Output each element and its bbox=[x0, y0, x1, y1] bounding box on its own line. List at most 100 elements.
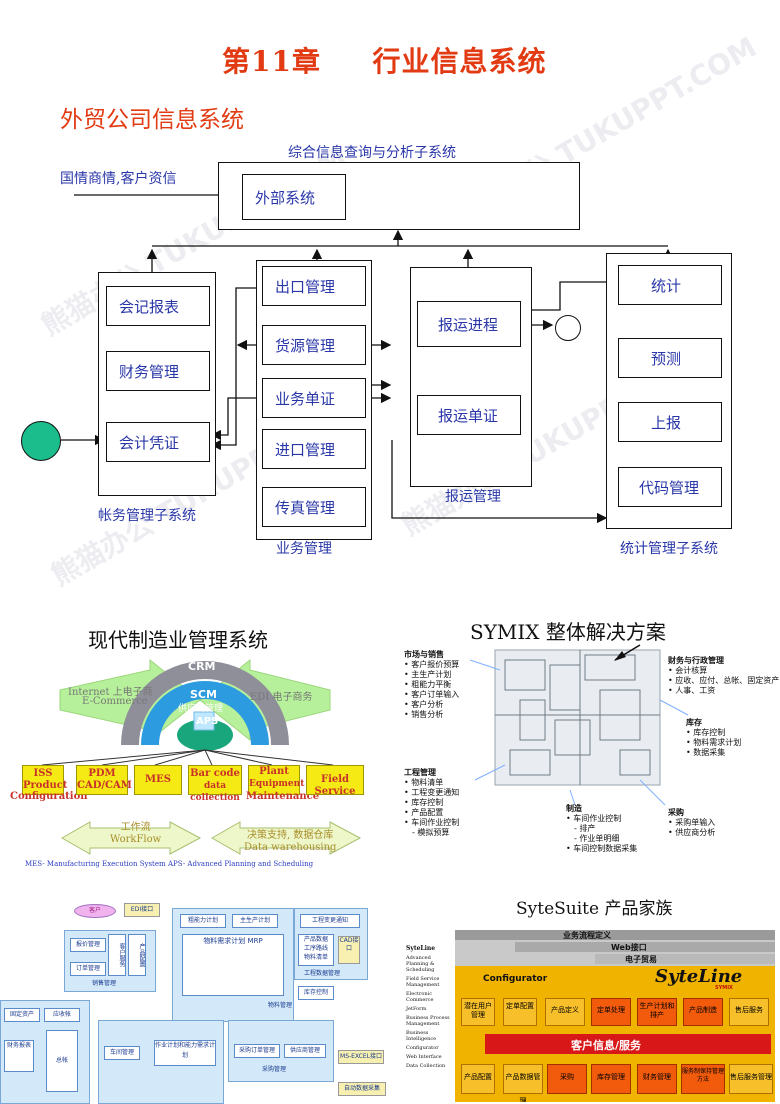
erp-node-text: 产品数据 bbox=[303, 936, 328, 943]
erp-node-text: 产品配置 bbox=[138, 943, 145, 967]
erp-node: 客户服务 bbox=[108, 934, 126, 976]
erp-node-text: 客户服务 bbox=[118, 943, 125, 967]
symix-item: • 库存控制 bbox=[686, 728, 726, 737]
list-item: Web Interface bbox=[406, 1054, 442, 1060]
workflow-cn: 工作流 bbox=[120, 822, 151, 833]
connector-lines bbox=[61, 189, 674, 524]
module-line: Equipment bbox=[249, 779, 305, 789]
symix-item: - 作业单明细 bbox=[574, 834, 620, 843]
list-item: JetForm bbox=[406, 1006, 427, 1012]
customer-service-label: 客户信息/服务 bbox=[571, 1039, 642, 1052]
footnote-aps: APS- Advanced Planning and Scheduling bbox=[168, 860, 314, 868]
statistics-item: 统计 bbox=[618, 265, 722, 305]
module-line: CAD/CAM bbox=[77, 780, 132, 791]
module-tile: 定单处理 bbox=[591, 998, 631, 1026]
list-item: Data Collection bbox=[406, 1063, 446, 1069]
cad-node: CAD接口 bbox=[338, 936, 360, 964]
erp-node: 车间管理 bbox=[104, 1046, 140, 1060]
erp-node: 供应商管理 bbox=[284, 1044, 326, 1058]
process-bar bbox=[455, 930, 775, 940]
customer-service-bar bbox=[485, 1034, 771, 1054]
symix-item: • 车间作业控制 bbox=[404, 818, 460, 827]
module-line: PDM bbox=[88, 768, 116, 779]
accounting-item: 会计凭证 bbox=[106, 422, 210, 462]
process-bar-label: 业务流程定义 bbox=[563, 931, 611, 940]
symix-item: • 会计核算 bbox=[668, 666, 708, 675]
statistics-item: 预测 bbox=[618, 338, 722, 378]
business-item: 货源管理 bbox=[262, 325, 366, 365]
group-label: 物料管理 bbox=[268, 1002, 293, 1009]
chapter-number: 第11章 bbox=[222, 45, 321, 78]
group-label: 工程数据管理 bbox=[304, 970, 341, 977]
module-line: Configuration bbox=[10, 791, 88, 802]
syteline-logo-sub: SYMIX bbox=[715, 985, 733, 991]
business-label: 业务管理 bbox=[276, 541, 332, 557]
symix-item: • 产品配置 bbox=[404, 808, 444, 817]
symix-item: • 采购单输入 bbox=[668, 818, 716, 827]
symix-item: • 工程变更通知 bbox=[404, 788, 460, 797]
arc-label-aps: APS bbox=[196, 716, 219, 727]
list-item: Advanced Planning & Scheduling bbox=[406, 955, 435, 973]
query-system-label: 综合信息查询与分析子系统 bbox=[288, 145, 456, 161]
collect-node: 自动数据采集 bbox=[338, 1082, 386, 1096]
symix-item: • 物料需求计划 bbox=[686, 738, 742, 747]
group-label: 销售管理 bbox=[92, 980, 117, 987]
list-item: Business Intelligence bbox=[406, 1030, 437, 1042]
statistics-item: 上报 bbox=[618, 402, 722, 442]
workflow-en: WorkFlow bbox=[110, 834, 162, 845]
statistics-item: 代码管理 bbox=[618, 467, 722, 507]
erp-node: 产品配置 bbox=[128, 934, 146, 976]
symix-item: • 销售分析 bbox=[404, 710, 444, 719]
list-item: Field Service Management bbox=[406, 976, 440, 988]
symix-engineering: 工程管理 • 物料清单 • 工程变更通知 • 库存控制 • 产品配置 • 车间作… bbox=[404, 768, 459, 838]
symix-item: • 库存控制 bbox=[404, 798, 444, 807]
erp-node: 财务报表 bbox=[4, 1040, 34, 1072]
trade-bar-label: 电子贸易 bbox=[625, 955, 657, 964]
erp-node: 工程变更通知 bbox=[300, 914, 360, 928]
symix-purchase: 采购 • 采购单输入 • 供应商分析 bbox=[668, 808, 715, 838]
footnote-mes: MES- Manufacturing Execution System bbox=[25, 860, 166, 868]
arrow-label-ecommerce: E-Commerce bbox=[82, 696, 148, 707]
erp-flow: 客户 EDI接口 报价管理 客户服务 产品配置 订单管理 销售管理 粗能力计划 … bbox=[0, 890, 390, 1104]
shipping-label: 报运管理 bbox=[445, 489, 501, 505]
module-tile: 产品制造 bbox=[683, 998, 723, 1026]
manufacturing-graphic bbox=[41, 658, 362, 855]
shipping-item: 报运进程 bbox=[417, 301, 521, 347]
dw-cn: 决策支持, 数据仓库 bbox=[247, 830, 334, 841]
symix-finance: 财务与行政管理 • 会计核算 • 应收、应付、总帐、固定资产 • 人事、工资 bbox=[668, 656, 779, 696]
business-item: 业务单证 bbox=[262, 378, 366, 418]
symix-item: • 车间作业控制 bbox=[566, 814, 622, 823]
module-tile: 售后服务管理 bbox=[729, 1064, 773, 1094]
external-system-box: 外部系统 bbox=[242, 174, 346, 220]
symix-item: - 排产 bbox=[574, 824, 596, 833]
trade-bar bbox=[595, 954, 775, 964]
symix-group-head: 制造 bbox=[566, 804, 582, 813]
erp-node: 库存控制 bbox=[298, 986, 334, 1000]
module-tile: 定单配置 bbox=[503, 998, 537, 1026]
symix-item: - 模拟预算 bbox=[412, 828, 450, 837]
module-tile: 财务管理 bbox=[637, 1064, 677, 1094]
symix-item: • 人事、工资 bbox=[668, 686, 716, 695]
module-tile: 产品配置 bbox=[461, 1064, 495, 1094]
symix-mfg: 制造 • 车间作业控制 - 排产 - 作业单明细 • 车间控制数据采集 bbox=[566, 804, 637, 854]
module-line: Bar code bbox=[190, 768, 240, 779]
symix-item: • 供应商分析 bbox=[668, 828, 716, 837]
erp-node: 报价管理 bbox=[70, 938, 106, 952]
accounting-item: 会记报表 bbox=[106, 286, 210, 326]
arrow-label-internet: Internet 上电子商 bbox=[68, 687, 153, 698]
mrp-node: 物料需求计划 MRP bbox=[182, 934, 284, 996]
module-tile: 服务制保持管理方法 bbox=[681, 1064, 725, 1094]
arc-label-crm: CRM bbox=[188, 660, 216, 673]
excel-node: MS-EXCEL接口 bbox=[338, 1050, 384, 1064]
module-line: Product bbox=[23, 780, 68, 791]
erp-node-text: 工序路线 bbox=[303, 945, 328, 952]
erp-node: 订单管理 bbox=[70, 962, 106, 976]
symix-title: SYMIX 整体解决方案 bbox=[470, 620, 666, 644]
module-line: ISS bbox=[33, 768, 53, 779]
erp-node: 总帐 bbox=[46, 1030, 78, 1092]
symix-item: • 粗能力平衡 bbox=[404, 680, 452, 689]
module-tile: 生产计划和排产 bbox=[637, 998, 677, 1026]
